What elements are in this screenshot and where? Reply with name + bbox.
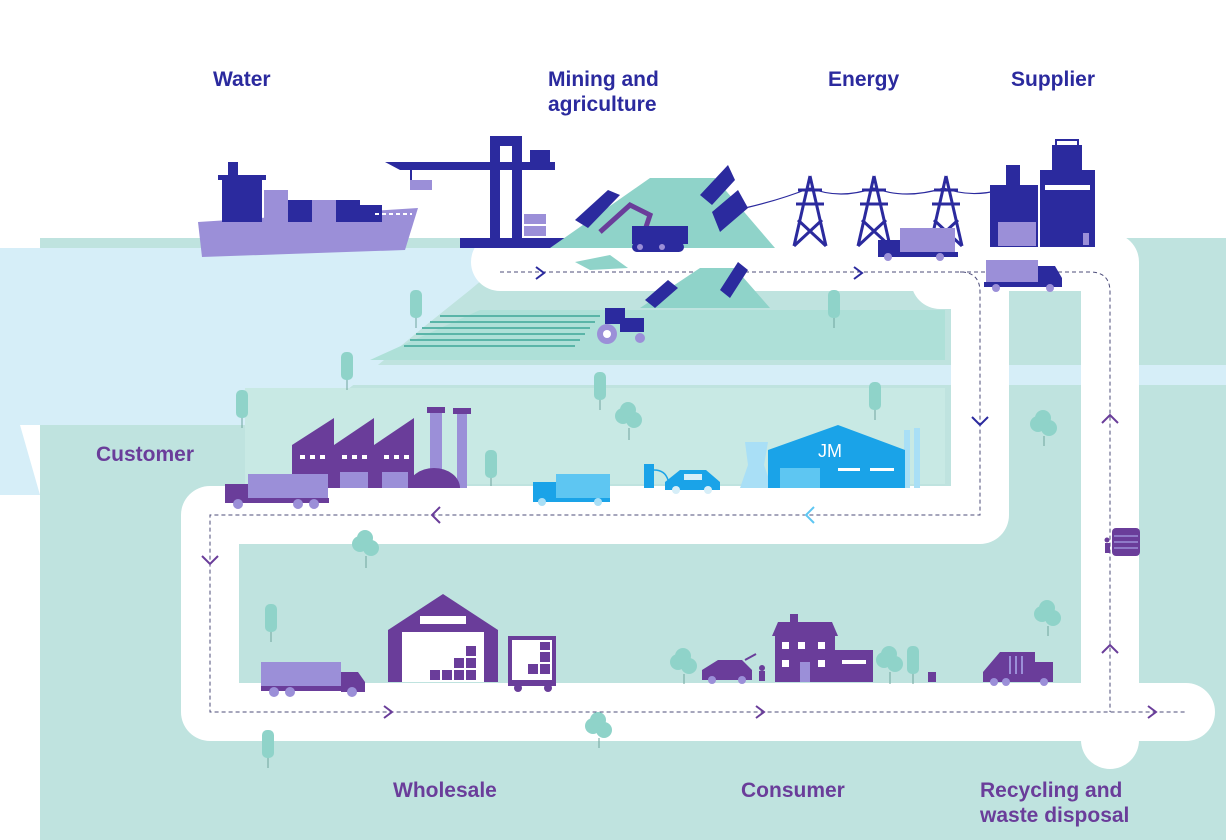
recycling-bin-icon xyxy=(1104,528,1140,556)
garbage-truck-icon xyxy=(983,652,1053,686)
tree-icon xyxy=(594,372,606,410)
jm-building-icon: JM xyxy=(768,425,905,488)
pylon-icon xyxy=(792,175,828,248)
tree-icon xyxy=(265,604,277,642)
factory-icon xyxy=(292,407,471,488)
pylon-icon xyxy=(856,175,892,248)
label-water: Water xyxy=(213,68,271,91)
label-recycling-waste-disposal: Recycling and waste disposal xyxy=(980,778,1129,828)
label-customer: Customer xyxy=(96,443,195,466)
car-icon xyxy=(702,653,765,684)
route-path-2 xyxy=(960,271,1111,712)
arrow-right-icon xyxy=(535,266,546,280)
tree-icon xyxy=(615,402,642,440)
label-consumer: Consumer xyxy=(741,779,845,802)
arrow-right-icon xyxy=(755,705,766,719)
tree-icon xyxy=(410,290,422,328)
trash-bin-icon xyxy=(928,672,936,682)
mountain-icon xyxy=(550,165,775,308)
tree-icon xyxy=(907,646,919,684)
power-lines xyxy=(744,187,1001,209)
cooling-tower-icon xyxy=(740,428,920,488)
supplier-factory-icon xyxy=(990,139,1095,247)
tree-icon xyxy=(341,352,353,390)
label-wholesale: Wholesale xyxy=(393,779,497,802)
crane-icon xyxy=(385,136,570,248)
pylon-icon xyxy=(928,175,964,248)
tree-icon xyxy=(828,290,840,328)
truck-icon xyxy=(533,474,610,506)
arrow-right-icon xyxy=(1147,705,1158,719)
label-mining-line-2: agriculture xyxy=(548,93,657,116)
tree-icon xyxy=(485,450,497,486)
truck-icon xyxy=(261,662,365,697)
arrow-up-icon xyxy=(1101,413,1119,424)
tractor-icon xyxy=(597,308,645,344)
charging-station-icon xyxy=(644,464,669,488)
arrow-right-icon xyxy=(853,266,864,280)
arrow-right-icon xyxy=(383,705,394,719)
tree-icon xyxy=(585,712,612,748)
warehouse-icon xyxy=(388,594,498,682)
field-rows xyxy=(404,315,600,347)
jm-logo-text: JM xyxy=(818,441,842,461)
label-recycling-line-2: waste disposal xyxy=(980,804,1130,827)
truck-icon xyxy=(878,228,958,261)
arrow-up-icon xyxy=(1101,643,1119,654)
tree-icon xyxy=(352,530,379,568)
tree-icon xyxy=(1030,410,1057,446)
arrow-left-icon xyxy=(430,506,441,524)
cargo-ship-icon xyxy=(198,162,418,257)
arrow-down-icon xyxy=(201,555,219,566)
tree-icon xyxy=(1034,600,1061,636)
label-energy: Energy xyxy=(828,68,900,91)
tree-icon xyxy=(869,382,881,420)
truck-icon xyxy=(225,474,329,509)
arrow-left-icon xyxy=(804,506,815,524)
excavator-icon xyxy=(598,202,688,252)
label-mining-line-1: Mining and xyxy=(548,68,659,91)
house-icon xyxy=(772,614,873,682)
tree-icon xyxy=(670,648,697,684)
trees xyxy=(236,290,1061,768)
tree-icon xyxy=(236,390,248,428)
truck-icon xyxy=(984,260,1062,292)
label-mining-agriculture: Mining and agriculture xyxy=(548,67,659,117)
tree-icon xyxy=(262,730,274,768)
route-arrows xyxy=(201,266,1158,719)
label-recycling-line-1: Recycling and xyxy=(980,779,1123,802)
route-line xyxy=(209,271,1186,713)
arrow-down-icon xyxy=(971,416,989,427)
water-area xyxy=(0,248,520,495)
forklift-container-icon xyxy=(508,636,556,692)
car-icon xyxy=(665,470,720,494)
label-supplier: Supplier xyxy=(1011,68,1096,91)
tree-icon xyxy=(876,646,903,684)
